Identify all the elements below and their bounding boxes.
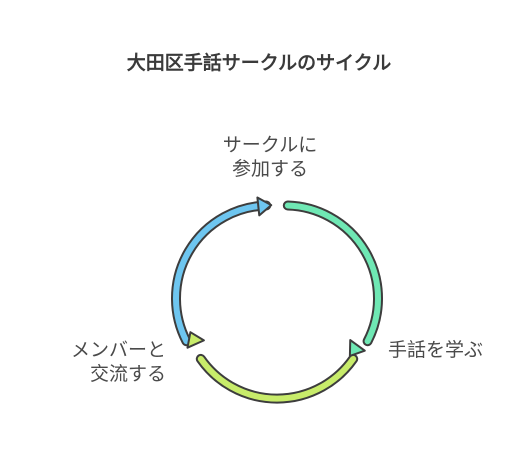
step-label-interact: メンバーと 交流する: [70, 339, 166, 385]
cycle-arrow-join: [173, 202, 270, 345]
step-label-join: サークルに 参加する: [222, 134, 318, 180]
arrowhead-learn: [348, 339, 366, 357]
cycle-arrow-learn: [284, 202, 381, 345]
cycle-arrow-outline: [171, 200, 272, 347]
cycle-arrow-outline: [282, 200, 383, 347]
diagram-title: 大田区手話サークルのサイクル: [126, 52, 392, 74]
arrowhead-join: [256, 196, 273, 217]
arrowhead-interact: [186, 331, 205, 349]
step-label-learn: 手話を学ぶ: [388, 339, 484, 361]
cycle-arrow-interact: [197, 355, 357, 402]
